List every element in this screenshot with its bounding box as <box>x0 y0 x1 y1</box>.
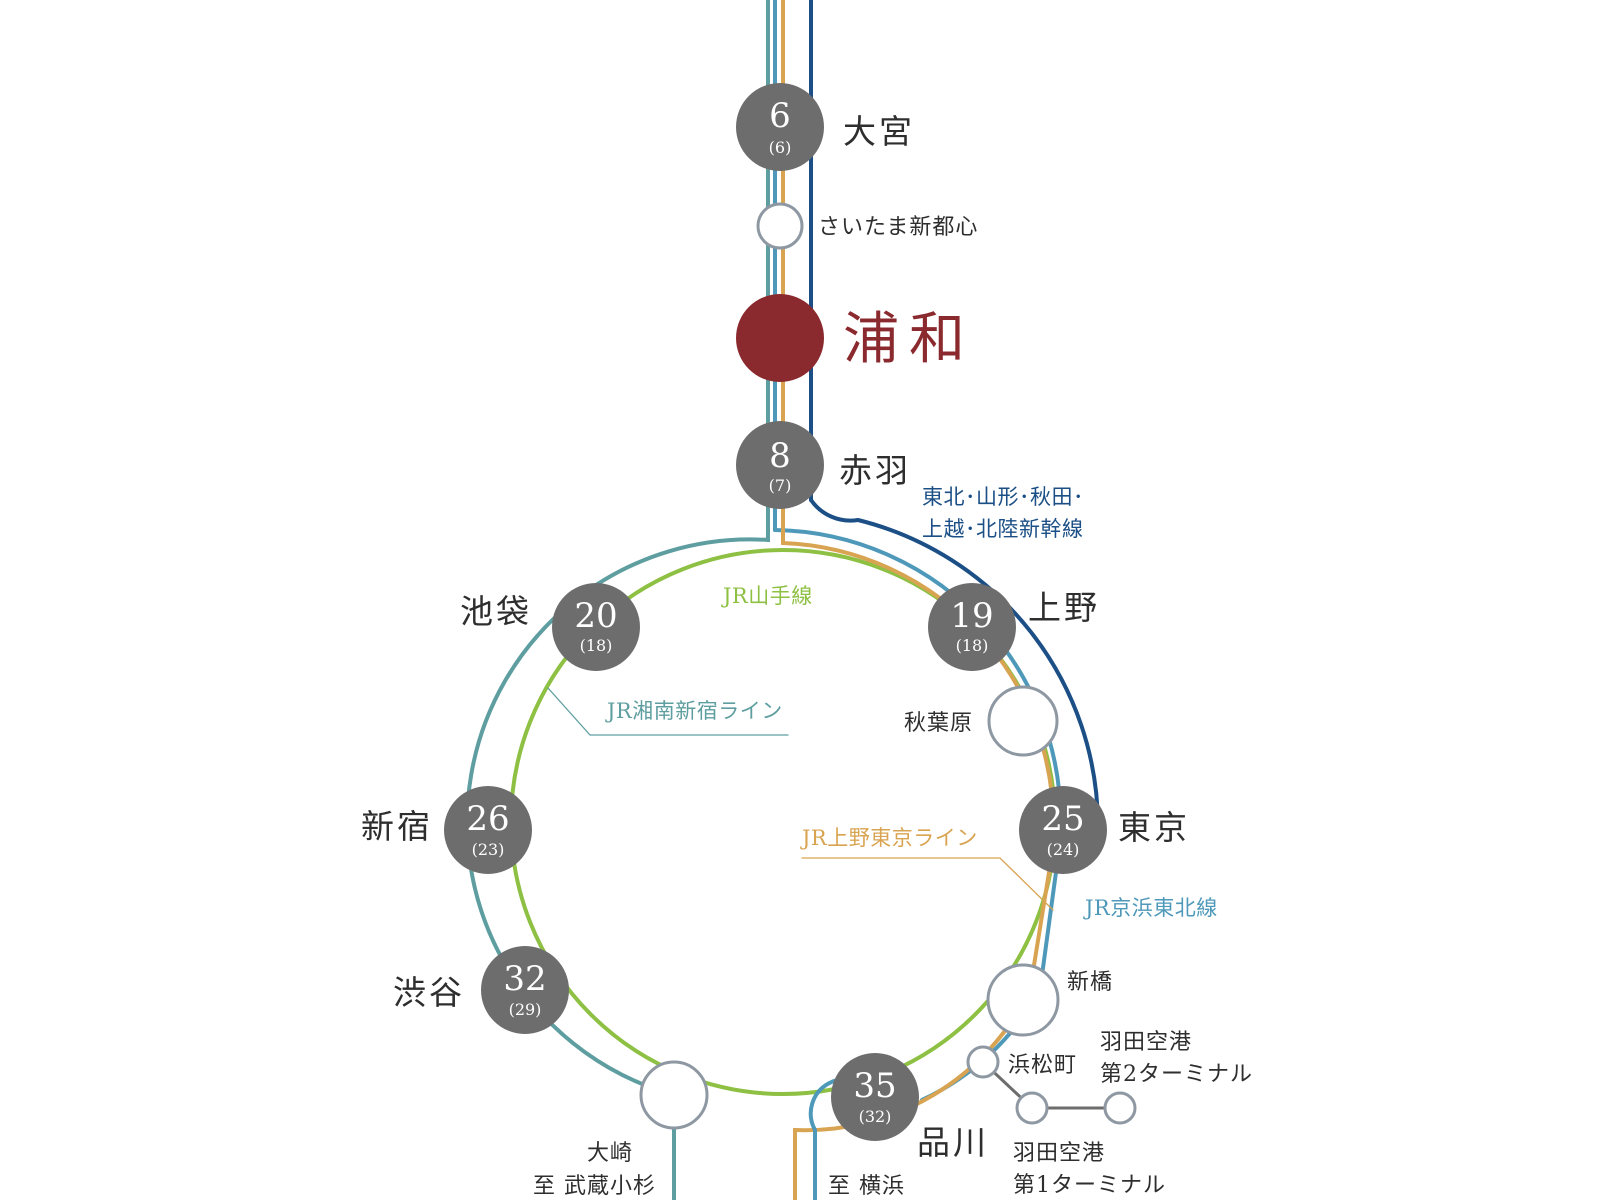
omiya-minutes-alt: (6) <box>769 138 792 157</box>
station-marker-shibuya: 32 (29) <box>481 946 569 1034</box>
shibuya-minutes: 32 <box>503 959 546 999</box>
station-marker-shinjuku: 26 (23) <box>444 786 532 874</box>
station-marker-hamamatsucho <box>966 1045 1000 1079</box>
station-name-shinjuku: 新宿 <box>361 807 433 846</box>
station-marker-haneda-t1 <box>1015 1091 1049 1125</box>
station-name-haneda-t2-line1: 羽田空港 <box>1100 1030 1192 1055</box>
station-name-shibuya: 渋谷 <box>393 973 465 1012</box>
omiya-minutes: 6 <box>769 96 791 136</box>
ikebukuro-minutes-alt: (18) <box>580 636 613 655</box>
track-shonan-shinjuku <box>465 528 770 1200</box>
station-marker-ueno: 19 (18) <box>928 583 1016 671</box>
station-name-tokyo: 東京 <box>1118 808 1190 847</box>
station-marker-shimbashi <box>986 963 1060 1037</box>
leader-ueno-tokyo <box>801 857 1054 911</box>
shinagawa-minutes: 35 <box>853 1066 896 1106</box>
station-names: 大宮 さいたま新都心 浦和 赤羽 池袋 上野 秋葉原 新宿 東京 渋谷 新橋 浜… <box>361 112 1253 1199</box>
station-marker-ikebukuro: 20 (18) <box>552 583 640 671</box>
akabane-minutes: 8 <box>769 436 791 476</box>
station-name-saitama-shintoshin: さいたま新都心 <box>818 215 978 240</box>
station-name-omiya: 大宮 <box>843 112 915 151</box>
station-marker-urawa <box>736 294 824 382</box>
station-name-ueno: 上野 <box>1028 588 1100 627</box>
destination-musashikosugi: 至 武蔵小杉 <box>533 1174 656 1199</box>
station-name-akabane: 赤羽 <box>839 451 911 490</box>
station-name-urawa: 浦和 <box>843 307 975 372</box>
station-marker-tokyo: 25 (24) <box>1019 786 1107 874</box>
station-name-haneda-t1-line1: 羽田空港 <box>1013 1141 1105 1166</box>
station-name-ikebukuro: 池袋 <box>460 592 532 631</box>
shinjuku-minutes: 26 <box>466 799 509 839</box>
numbered-stations: 6 (6) 8 (7) 20 (18) 19 (18) 26 (23) 25 (… <box>444 83 1107 1141</box>
station-name-shinagawa: 品川 <box>917 1123 989 1162</box>
ueno-minutes: 19 <box>950 596 993 636</box>
label-keihin-tohoku: JR京浜東北線 <box>1083 896 1218 920</box>
tokyo-minutes-alt: (24) <box>1047 840 1080 859</box>
akabane-minutes-alt: (7) <box>769 476 792 495</box>
line-labels: JR山手線 JR湘南新宿ライン JR上野東京ライン JR京浜東北線 東北･山形･… <box>605 485 1218 920</box>
ikebukuro-minutes: 20 <box>574 596 617 636</box>
station-name-akihabara: 秋葉原 <box>904 711 973 736</box>
station-marker-haneda-t2 <box>1103 1091 1137 1125</box>
station-name-osaki: 大崎 <box>587 1141 633 1166</box>
open-stations <box>639 202 1137 1130</box>
station-name-haneda-t1-line2: 第1ターミナル <box>1013 1173 1166 1198</box>
station-marker-saitama-shintoshin <box>756 202 804 250</box>
ueno-minutes-alt: (18) <box>956 636 989 655</box>
station-marker-akihabara <box>987 685 1059 757</box>
station-marker-shinagawa: 35 (32) <box>831 1053 919 1141</box>
station-name-haneda-t2-line2: 第2ターミナル <box>1100 1062 1253 1087</box>
station-marker-omiya: 6 (6) <box>736 83 824 171</box>
shibuya-minutes-alt: (29) <box>509 1000 542 1019</box>
tokyo-minutes: 25 <box>1041 799 1084 839</box>
station-marker-akabane: 8 (7) <box>736 421 824 509</box>
shinagawa-minutes-alt: (32) <box>859 1107 892 1126</box>
destination-yokohama: 至 横浜 <box>828 1174 905 1199</box>
label-yamanote: JR山手線 <box>721 584 813 608</box>
station-marker-osaki <box>639 1060 709 1130</box>
label-ueno-tokyo: JR上野東京ライン <box>800 826 978 850</box>
label-shinkansen-2: 上越･北陸新幹線 <box>922 517 1084 541</box>
track-shinkansen <box>809 498 1100 827</box>
station-name-shimbashi: 新橋 <box>1067 970 1113 995</box>
label-shonan-shinjuku: JR湘南新宿ライン <box>605 699 783 723</box>
shinjuku-minutes-alt: (23) <box>472 840 505 859</box>
label-shinkansen-1: 東北･山形･秋田･ <box>922 485 1084 509</box>
station-name-hamamatsucho: 浜松町 <box>1008 1053 1077 1078</box>
leader-shonan <box>547 687 789 736</box>
